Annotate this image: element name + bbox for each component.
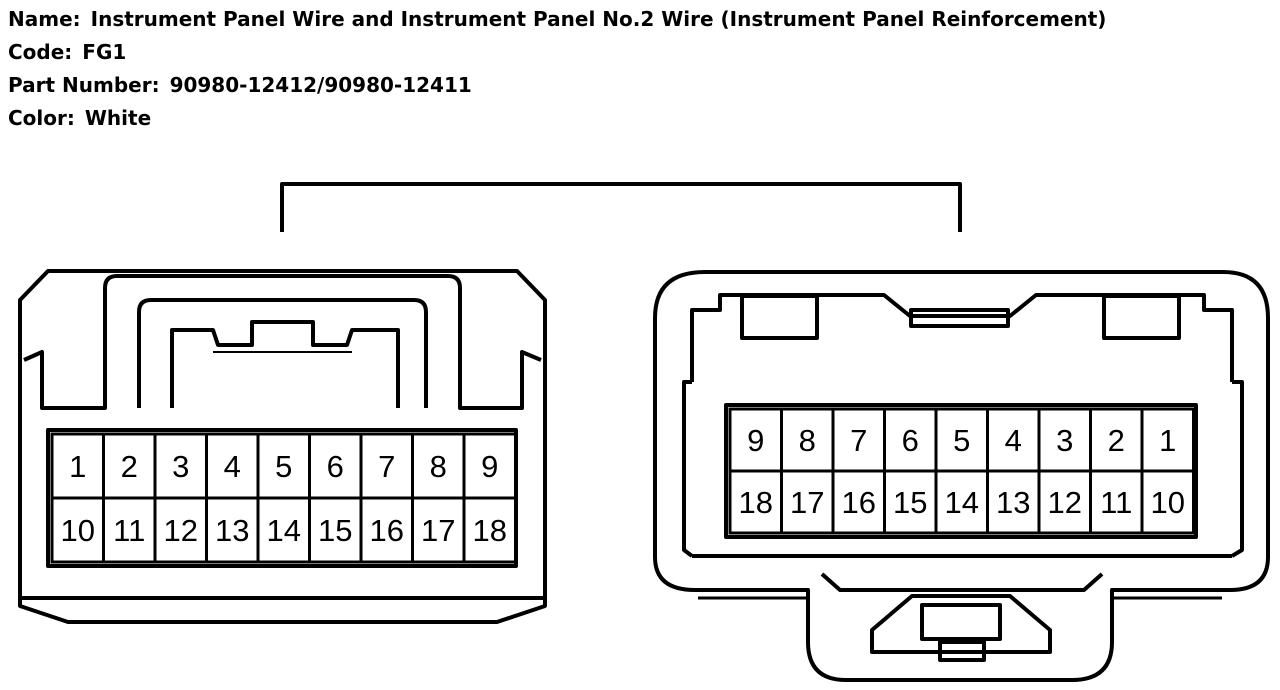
left-connector-housing xyxy=(18,269,547,624)
left-pin-label-4: 4 xyxy=(224,449,241,484)
left-pin-label-9: 9 xyxy=(481,449,498,484)
left-pin-label-14: 14 xyxy=(267,513,301,548)
part-number-label: Part Number: xyxy=(8,73,160,97)
left-pin-label-3: 3 xyxy=(172,449,189,484)
left-pin-label-8: 8 xyxy=(430,449,447,484)
right-pin-label-12: 12 xyxy=(1048,485,1082,520)
right-pin-label-18: 18 xyxy=(739,485,773,520)
right-pin-label-5: 5 xyxy=(953,423,970,458)
left-pin-label-13: 13 xyxy=(215,513,249,548)
right-pin-block xyxy=(724,403,1198,539)
left-pin-label-18: 18 xyxy=(473,513,507,548)
right-pin-label-8: 8 xyxy=(799,423,816,458)
right-pin-label-1: 1 xyxy=(1159,423,1176,458)
code-value: FG1 xyxy=(82,40,127,64)
right-pin-label-9: 9 xyxy=(747,423,764,458)
right-pin-label-15: 15 xyxy=(893,485,927,520)
right-pin-label-17: 17 xyxy=(790,485,824,520)
color-value: White xyxy=(84,106,152,130)
right-pin-label-4: 4 xyxy=(1005,423,1022,458)
right-pin-label-6: 6 xyxy=(902,423,919,458)
left-pin-label-5: 5 xyxy=(275,449,292,484)
part-number-line: Part Number: 90980-12412/90980-12411 xyxy=(8,70,1106,103)
right-pin-label-13: 13 xyxy=(996,485,1030,520)
right-pin-label-3: 3 xyxy=(1056,423,1073,458)
name-value: Instrument Panel Wire and Instrument Pan… xyxy=(90,7,1107,31)
left-pin-cavity-18 xyxy=(462,496,517,564)
right-pin-label-16: 16 xyxy=(842,485,876,520)
left-pin-label-10: 10 xyxy=(61,513,95,548)
code-label: Code: xyxy=(8,40,73,64)
code-line: Code: FG1 xyxy=(8,37,1106,70)
left-pin-label-11: 11 xyxy=(113,513,145,548)
left-pin-label-7: 7 xyxy=(378,449,395,484)
right-pin-label-10: 10 xyxy=(1151,485,1185,520)
right-pin-label-14: 14 xyxy=(945,485,979,520)
name-line: Name: Instrument Panel Wire and Instrumen… xyxy=(8,4,1106,37)
color-label: Color: xyxy=(8,106,75,130)
part-number-value: 90980-12412/90980-12411 xyxy=(169,73,472,97)
connector-info: Name: Instrument Panel Wire and Instrumen… xyxy=(8,4,1106,136)
mating-bracket xyxy=(280,182,962,232)
left-pin-label-15: 15 xyxy=(318,513,352,548)
left-pin-label-2: 2 xyxy=(121,449,138,484)
left-pin-label-1: 1 xyxy=(69,449,86,484)
right-pin-label-2: 2 xyxy=(1108,423,1125,458)
left-pin-label-17: 17 xyxy=(421,513,455,548)
name-label: Name: xyxy=(8,7,81,31)
left-pin-label-12: 12 xyxy=(164,513,198,548)
right-connector-housing xyxy=(653,270,1270,682)
left-pin-label-6: 6 xyxy=(327,449,344,484)
right-pin-label-11: 11 xyxy=(1100,485,1132,520)
color-line: Color: White xyxy=(8,103,1106,136)
right-pin-label-7: 7 xyxy=(850,423,867,458)
left-pin-label-16: 16 xyxy=(370,513,404,548)
right-pin-cavity-10 xyxy=(1140,469,1195,535)
